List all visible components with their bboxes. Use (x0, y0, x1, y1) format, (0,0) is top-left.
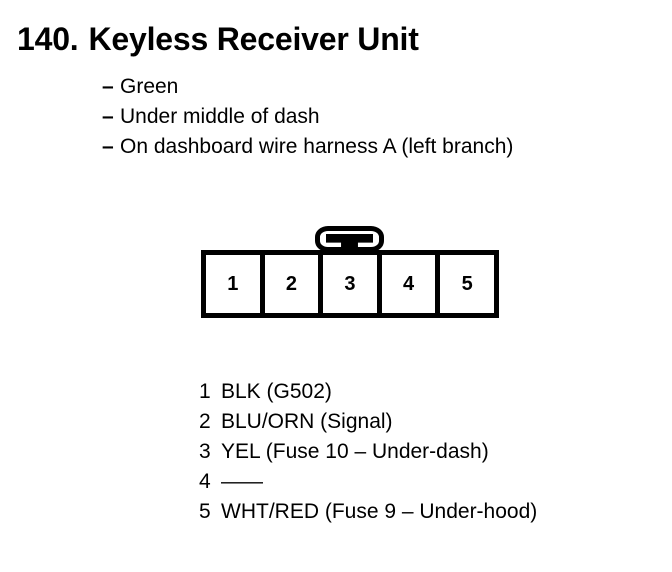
component-detail-list: – Green – Under middle of dash – On dash… (102, 72, 662, 162)
legend-pin-number: 5 (199, 500, 211, 523)
bullet-dash-icon: – (102, 135, 114, 158)
legend-pin-description: YEL (Fuse 10 – Under-dash) (221, 440, 489, 463)
legend-pin-description: BLK (G502) (221, 380, 332, 403)
connector-pin-4: 4 (381, 255, 441, 313)
connector-pin-row: 1 2 3 4 5 (201, 250, 499, 318)
page-title-text: Keyless Receiver Unit (88, 21, 419, 57)
legend-pin-description: —— (221, 470, 263, 493)
legend-pin-number: 1 (199, 380, 211, 403)
connector-pin-5: 5 (440, 255, 494, 313)
connector-diagram: 1 2 3 4 5 (201, 226, 499, 318)
list-item-label: On dashboard wire harness A (left branch… (120, 135, 514, 158)
page-title-number: 140. (17, 21, 79, 57)
connector-pin-3: 3 (323, 255, 382, 313)
table-row: 3 YEL (Fuse 10 – Under-dash) (199, 437, 537, 467)
bullet-dash-icon: – (102, 105, 114, 128)
legend-pin-number: 4 (199, 470, 211, 493)
legend-pin-description: WHT/RED (Fuse 9 – Under-hood) (221, 500, 538, 523)
connector-pin-2: 2 (264, 255, 324, 313)
list-item-label: Under middle of dash (120, 105, 320, 128)
bullet-dash-icon: – (102, 75, 114, 98)
connector-pin-1: 1 (206, 255, 265, 313)
table-row: 1 BLK (G502) (199, 377, 537, 407)
list-item-label: Green (120, 75, 179, 98)
connector-latch-icon (315, 226, 384, 252)
list-item: – Under middle of dash (102, 102, 662, 132)
table-row: 5 WHT/RED (Fuse 9 – Under-hood) (199, 497, 537, 527)
list-item: – On dashboard wire harness A (left bran… (102, 132, 662, 162)
table-row: 2 BLU/ORN (Signal) (199, 407, 537, 437)
legend-pin-description: BLU/ORN (Signal) (221, 410, 393, 433)
pin-legend-table: 1 BLK (G502) 2 BLU/ORN (Signal) 3 YEL (F… (199, 377, 537, 527)
page-title: 140.Keyless Receiver Unit (17, 20, 419, 58)
table-row: 4 —— (199, 467, 537, 497)
list-item: – Green (102, 72, 662, 102)
legend-pin-number: 3 (199, 440, 211, 463)
legend-pin-number: 2 (199, 410, 211, 433)
